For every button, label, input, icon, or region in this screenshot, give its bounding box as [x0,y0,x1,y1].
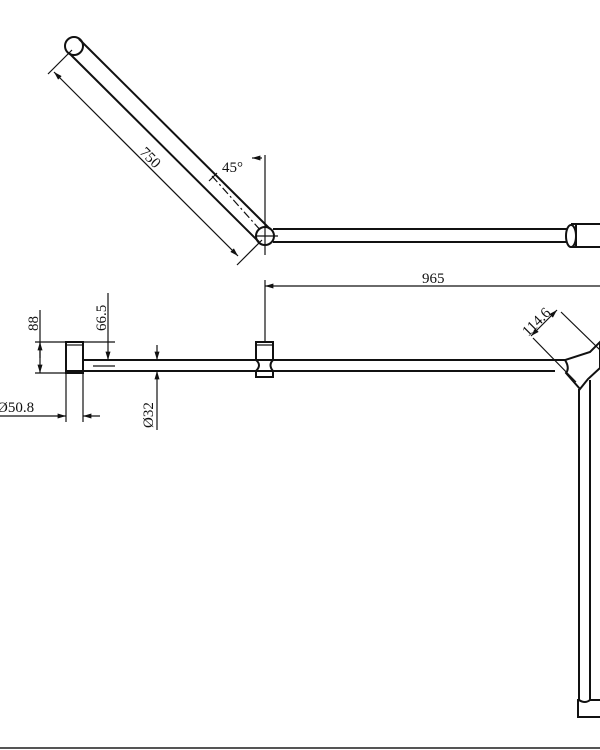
angled-bar-edge [78,38,271,230]
angle-label: 45° [222,160,243,176]
top-view: 45° 750 [47,36,600,266]
dimension-label-66-5: 66.5 [94,305,110,331]
wall-flange [65,341,84,374]
bar-end-joint [565,224,577,248]
dimension-line-114-6 [530,309,558,337]
corner-connector [563,340,600,391]
angled-bar-edge [68,52,260,243]
extension-line [236,239,263,266]
dimension-label-114-6: 114.6 [520,305,555,340]
extension-line [532,337,577,383]
front-view: 114.6 88 66.5 Ø32 Ø50.8 [0,293,600,718]
dimension-label-750: 750 [136,145,163,172]
extension-line [47,49,73,75]
floor-flange [577,699,600,718]
wall-flange-top [571,223,600,248]
dimension-label-32: Ø32 [141,402,157,428]
dimension-line-750 [53,71,239,257]
dimension-label-50-8: Ø50.8 [0,400,34,416]
dimension-label-88: 88 [26,316,42,331]
extension-line [560,311,600,351]
angled-bar-end-cap [64,36,84,56]
mid-bracket [255,341,274,378]
dimension-label-965: 965 [422,271,445,287]
